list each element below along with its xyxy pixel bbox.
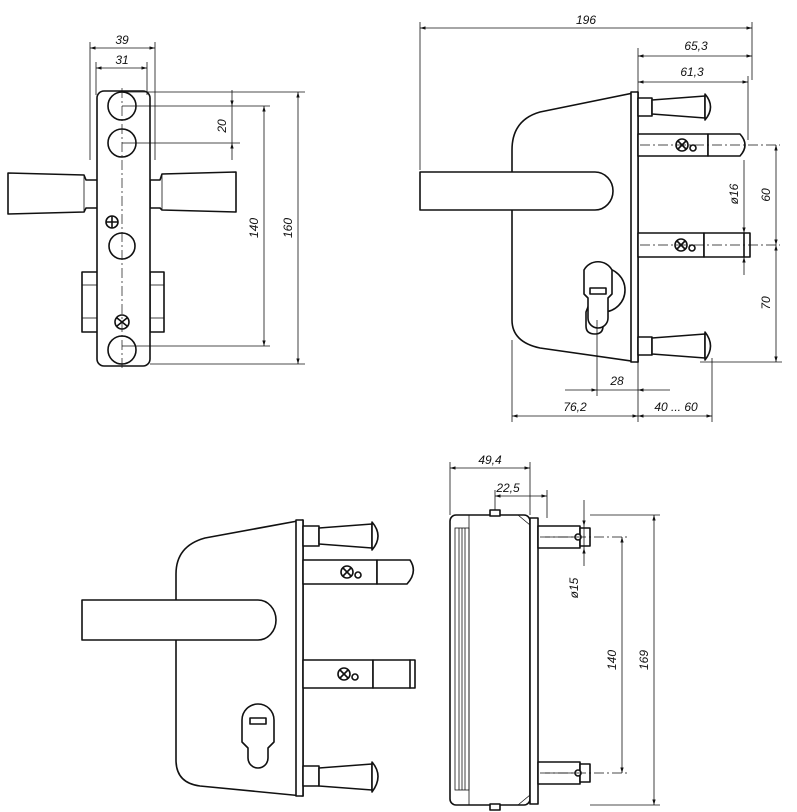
bottom-bolt	[637, 331, 712, 361]
screw-icon	[105, 215, 119, 229]
dim-140: 140	[247, 218, 261, 238]
dim-22-5: 22,5	[495, 481, 520, 495]
latch-bolt	[302, 559, 415, 585]
left-bracket	[81, 271, 99, 333]
front-plate	[96, 90, 151, 367]
latch-bolt	[637, 133, 780, 157]
top-bolt	[302, 521, 379, 551]
dim-160: 160	[281, 218, 295, 238]
side-view-dimensioned: 196 65,3 61,3 ø16 60 70 28 76,2 40 ... 6…	[419, 13, 782, 422]
dim-196: 196	[576, 13, 596, 27]
dim-49-4: 49,4	[478, 453, 502, 467]
top-bolt	[637, 93, 712, 121]
lever-handle	[81, 599, 277, 641]
dim-140: 140	[605, 650, 619, 670]
dim-diam-16: ø16	[727, 183, 741, 204]
dim-diam-15: ø15	[567, 577, 581, 598]
lock-body	[511, 91, 639, 363]
dim-70: 70	[759, 296, 773, 310]
dim-31: 31	[115, 53, 128, 67]
top-bolt-end	[537, 525, 630, 549]
edge-view: 49,4 22,5 ø15 140 169	[449, 453, 660, 811]
dim-40-60: 40 ... 60	[654, 400, 698, 414]
keyhole-icon	[583, 261, 626, 335]
right-lever-handle	[149, 171, 237, 213]
lock-body	[175, 519, 304, 797]
dead-bolt	[302, 659, 416, 689]
dim-39: 39	[115, 33, 129, 47]
dim-76-2: 76,2	[563, 400, 587, 414]
dim-60: 60	[759, 188, 773, 202]
dim-65-3: 65,3	[684, 39, 708, 53]
dim-20: 20	[215, 119, 229, 134]
dim-28: 28	[609, 374, 624, 388]
lever-handle	[419, 171, 614, 211]
dim-61-3: 61,3	[680, 65, 704, 79]
dead-bolt	[637, 232, 780, 258]
bottom-bolt-end	[537, 761, 630, 785]
right-bracket	[149, 271, 165, 333]
left-lever-handle	[7, 172, 99, 215]
side-view-plain	[81, 519, 416, 797]
keyhole-icon	[241, 703, 275, 769]
front-view: 39 31 20 140 160	[7, 33, 305, 370]
bottom-bolt	[302, 761, 379, 793]
dim-169: 169	[637, 650, 651, 670]
